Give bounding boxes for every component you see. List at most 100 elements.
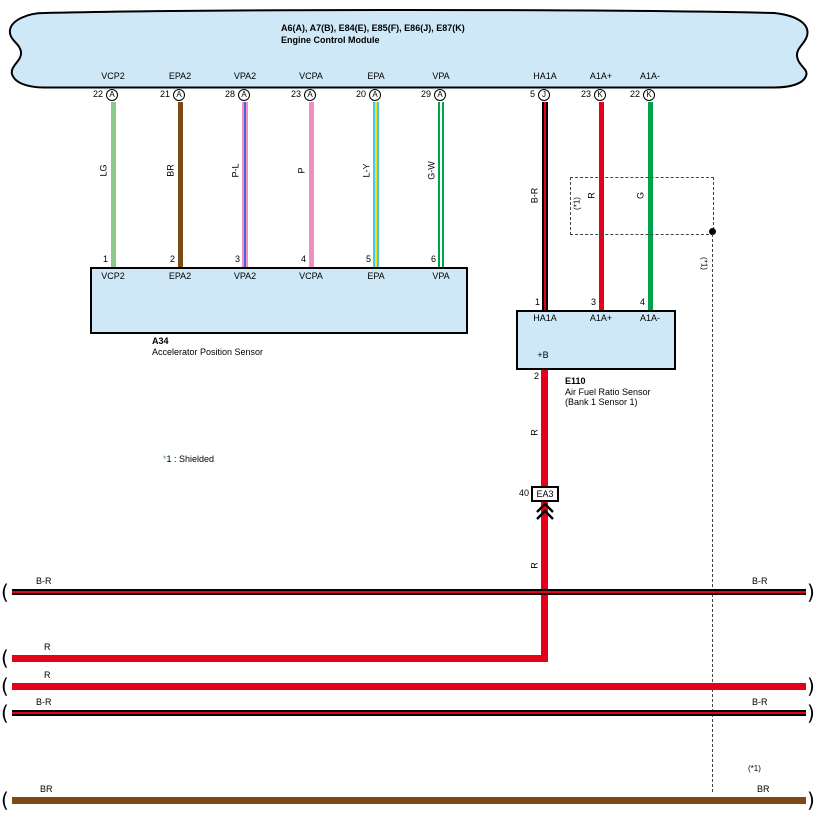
- a34-pin-number-2: 2: [169, 254, 175, 264]
- a34-terminal-epa2: EPA2: [168, 271, 192, 281]
- wire-code-plus-b-lower: R: [529, 562, 540, 569]
- wire-plus-b-r: [541, 370, 548, 662]
- a34-code: A34: [152, 336, 169, 346]
- a34-pin-number-6: 6: [430, 254, 436, 264]
- connector-circle-epa: A: [369, 89, 381, 101]
- a34-pin-number-4: 4: [300, 254, 306, 264]
- e110-name: Air Fuel Ratio Sensor: [565, 387, 651, 397]
- wire-ha1a-b-r: [542, 102, 548, 310]
- ecm-terminal-epa2: EPA2: [168, 71, 192, 81]
- e110-terminal-a1a-minus: A1A-: [639, 313, 660, 323]
- edge-mark-b-r-1-right: ): [807, 580, 815, 604]
- bus-label-b-r-1-right: B-R: [752, 576, 768, 586]
- edge-mark-br-right: ): [807, 788, 815, 812]
- edge-mark-b-r-2-left: (: [1, 701, 9, 725]
- bus-wire-r-2: [12, 683, 806, 690]
- ecm-pin-number-vcp2: 22: [92, 89, 103, 99]
- wire-continuation-chevrons-icon: [536, 503, 554, 520]
- connector-circle-vpa2: A: [238, 89, 250, 101]
- ecm-pin-number-vcpa: 23: [290, 89, 301, 99]
- ecm-module-shape: [8, 9, 809, 89]
- ecm-terminal-epa: EPA: [367, 71, 385, 81]
- ecm-pin-number-a1a-minus: 22: [629, 89, 640, 99]
- wire-vpa2-p-l: [242, 102, 248, 267]
- shield-tag-box: (*1): [572, 197, 582, 210]
- wire-code-vpa: G-W: [426, 161, 437, 180]
- wire-code-epa: L-Y: [361, 163, 372, 178]
- edge-mark-br-left: (: [1, 788, 9, 812]
- e110-sensor-box: [516, 310, 676, 370]
- ecm-terminal-ha1a: HA1A: [533, 71, 557, 81]
- ecm-pin-number-vpa: 29: [420, 89, 431, 99]
- e110-code: E110: [565, 376, 586, 386]
- ecm-pin-number-vpa2: 28: [224, 89, 235, 99]
- a34-pin-number-1: 1: [102, 254, 108, 264]
- connector-circle-vcpa: A: [304, 89, 316, 101]
- bus-wire-b-r-2: [12, 710, 806, 716]
- wire-code-plus-b-upper: R: [529, 429, 540, 436]
- a34-terminal-epa: EPA: [367, 271, 385, 281]
- a34-terminal-vcp2: VCP2: [101, 271, 125, 281]
- wire-vcpa-p: [309, 102, 314, 267]
- connector-circle-vpa: A: [434, 89, 446, 101]
- bus-label-r-1-left: R: [44, 642, 51, 652]
- connector-circle-a1a-plus: K: [594, 89, 606, 101]
- wire-code-ha1a: B-R: [529, 187, 540, 204]
- wire-a1a-plus-r: [599, 102, 604, 310]
- wire-epa2-br: [178, 102, 183, 267]
- ecm-terminal-vcpa: VCPA: [299, 71, 323, 81]
- wire-vcp2-lg: [111, 102, 116, 267]
- bus-label-br-left: BR: [40, 784, 53, 794]
- ecm-subtitle: Engine Control Module: [281, 35, 380, 45]
- e110-pin-number-3: 3: [590, 297, 596, 307]
- bus-wire-b-r-1: [12, 589, 806, 595]
- a34-terminal-vcpa: VCPA: [299, 271, 323, 281]
- shield-tag-bottom: (*1): [748, 764, 761, 773]
- bus-label-br-right: BR: [757, 784, 770, 794]
- e110-pin-number-2: 2: [533, 371, 539, 381]
- connector-circle-epa2: A: [173, 89, 185, 101]
- a34-pin-number-5: 5: [365, 254, 371, 264]
- note-asterisk: *: [163, 454, 167, 464]
- ecm-pin-number-epa2: 21: [159, 89, 170, 99]
- a34-sensor-box: [90, 267, 468, 334]
- edge-mark-r-2-left: (: [1, 674, 9, 698]
- wire-vpa-g-w: [438, 102, 444, 267]
- wire-epa-l-y: [373, 102, 379, 267]
- e110-terminal-a1a-plus: A1A+: [589, 313, 613, 323]
- bus-label-r-2-left: R: [44, 670, 51, 680]
- shield-tag-line: (*1): [699, 257, 709, 270]
- e110-terminal-ha1a: HA1A: [533, 313, 557, 323]
- edge-mark-r-1-left: (: [1, 646, 9, 670]
- ecm-terminal-vpa: VPA: [432, 71, 450, 81]
- ea3-pin-number: 40: [518, 488, 529, 498]
- a34-pin-number-3: 3: [234, 254, 240, 264]
- e110-pin-number-1: 1: [534, 297, 540, 307]
- connector-circle-a1a-minus: K: [643, 89, 655, 101]
- shield-drain-dashed-line: [712, 234, 713, 792]
- ecm-terminal-vcp2: VCP2: [101, 71, 125, 81]
- wire-code-vcpa: P: [296, 167, 307, 174]
- ecm-terminal-a1a-minus: A1A-: [639, 71, 660, 81]
- a34-terminal-vpa: VPA: [432, 271, 450, 281]
- shield-dashed-box: [570, 177, 714, 235]
- shield-junction-dot: [709, 228, 716, 235]
- connector-circle-ha1a: J: [538, 89, 550, 101]
- a34-name: Accelerator Position Sensor: [152, 347, 264, 357]
- edge-mark-r-2-right: ): [807, 674, 815, 698]
- bus-label-b-r-2-right: B-R: [752, 697, 768, 707]
- edge-mark-b-r-2-right: ): [807, 701, 815, 725]
- ecm-pin-number-epa: 20: [355, 89, 366, 99]
- bus-wire-r-1: [12, 655, 548, 662]
- connector-circle-vcp2: A: [106, 89, 118, 101]
- e110-terminal-plus-b: +B: [537, 350, 549, 360]
- bus-label-b-r-2-left: B-R: [36, 697, 52, 707]
- e110-pin-number-4: 4: [639, 297, 645, 307]
- bus-wire-br: [12, 797, 806, 804]
- note-text: 1 : Shielded: [166, 454, 215, 464]
- ecm-pin-number-a1a-plus: 23: [580, 89, 591, 99]
- bus-label-b-r-1-left: B-R: [36, 576, 52, 586]
- wire-a1a-minus-g: [648, 102, 653, 310]
- ea3-connector-box: EA3: [531, 486, 559, 502]
